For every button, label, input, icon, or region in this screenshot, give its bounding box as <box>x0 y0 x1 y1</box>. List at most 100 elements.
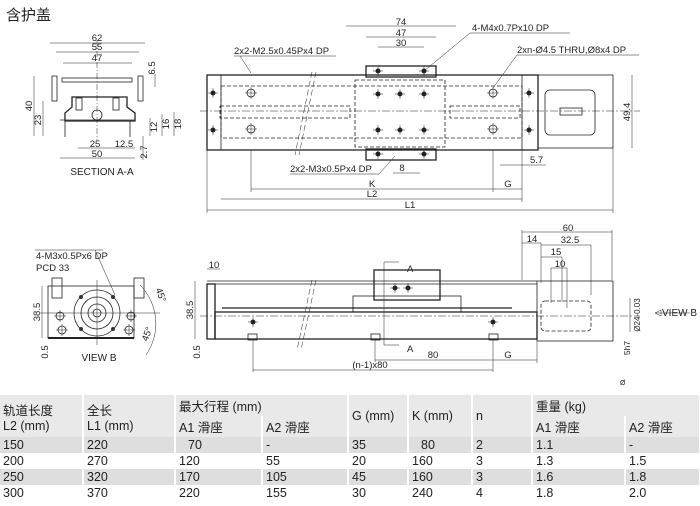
dim-pitch: (n-1)x80 <box>352 360 387 371</box>
callout-m4: 4-M4x0.7Px10 DP <box>472 23 549 34</box>
dim-12: 12 <box>149 122 160 133</box>
cell-l2: 250 <box>0 469 84 485</box>
dim-60: 60 <box>563 223 574 234</box>
cell-l1: 270 <box>83 453 176 469</box>
callout-m3: 2x2-M3x0.5Px4 DP <box>290 164 372 175</box>
cell-l1: 220 <box>83 437 176 453</box>
dim-47: 47 <box>92 53 103 64</box>
dim-l2: L2 <box>367 189 378 200</box>
cell-weight-a1: 1.6 <box>532 469 626 485</box>
dim-10-side: 10 <box>209 260 220 271</box>
callout-pcd: PCD 33 <box>36 263 69 274</box>
header-max-stroke: 最大行程 (mm) <box>175 395 349 416</box>
view-b-label: VIEW B <box>81 353 116 364</box>
cell-stroke-a2: 55 <box>262 453 349 469</box>
dim-16: 16 <box>161 119 172 130</box>
dim-2.7: 2.7 <box>139 145 150 158</box>
callout-m2.5: 2x2-M2.5x0.45Px4 DP <box>234 46 329 57</box>
cell-n: 3 <box>472 453 533 469</box>
section-mark-a-bottom: A <box>407 344 414 355</box>
header-g: G (mm) <box>348 395 409 437</box>
cell-n: 4 <box>472 485 533 501</box>
cell-weight-a2: - <box>625 437 700 453</box>
cell-n: 2 <box>472 437 533 453</box>
header-stroke-a2: A2 滑座 <box>262 416 349 437</box>
callout-view-b-m3: 4-M3x0.5Px6 DP <box>36 251 108 262</box>
dim-10-motor: 10 <box>555 259 566 270</box>
cell-k: 240 <box>408 485 473 501</box>
cell-g: 45 <box>348 469 409 485</box>
dim-25: 25 <box>90 139 101 150</box>
dim-62: 62 <box>92 33 103 44</box>
cell-l2: 300 <box>0 485 84 501</box>
dim-g-side: G <box>504 350 511 361</box>
dim-6.5: 6.5 <box>147 61 158 74</box>
header-n: n <box>472 395 533 437</box>
technical-drawing: 62 55 47 6.5 40 23 12 16 18 25 12.5 50 2… <box>24 17 697 387</box>
cell-g: 30 <box>348 485 409 501</box>
dim-14: 14 <box>527 234 538 245</box>
cell-weight-a2: 2.0 <box>625 485 700 501</box>
cell-g: 20 <box>348 453 409 469</box>
dim-38.5-b: 38.5 <box>32 303 43 322</box>
dim-74: 74 <box>396 17 407 28</box>
cell-l1: 370 <box>83 485 176 501</box>
dim-k: K <box>369 179 376 190</box>
top-view: 74 47 30 2x2-M2.5x0.45Px4 DP 4-M4x0.7Px1… <box>200 17 640 213</box>
cell-weight-a1: 1.8 <box>532 485 626 501</box>
section-mark-a-top: A <box>407 264 414 275</box>
cell-n: 3 <box>472 469 533 485</box>
header-k: K (mm) <box>408 395 473 437</box>
cell-k: 160 <box>408 453 473 469</box>
header-weight-a1: A1 滑座 <box>532 416 626 437</box>
dim-38.5-side: 38.5 <box>185 301 196 320</box>
dim-g-top: G <box>504 179 511 190</box>
dim-5.7: 5.7 <box>530 155 543 166</box>
cell-stroke-a1: 70 <box>175 437 263 453</box>
dim-12.5: 12.5 <box>115 139 134 150</box>
cell-k: 80 <box>408 437 473 453</box>
header-weight: 重量 (kg) <box>532 395 700 416</box>
cell-stroke-a1: 120 <box>175 453 263 469</box>
dim-40: 40 <box>24 101 35 112</box>
dim-30: 30 <box>396 38 407 49</box>
cell-g: 35 <box>348 437 409 453</box>
dim-shaft-dia: Ø24-0.03 <box>633 298 642 332</box>
angle-45-top: 45° <box>153 287 168 304</box>
dim-80: 80 <box>428 350 439 361</box>
dim-32.5: 32.5 <box>561 235 580 246</box>
callout-thru: 2xn-Ø4.5 THRU,Ø8x4 DP <box>517 45 626 56</box>
cell-stroke-a1: 170 <box>175 469 263 485</box>
section-a-a: 62 55 47 6.5 40 23 12 16 18 25 12.5 50 2… <box>24 33 184 178</box>
dim-55: 55 <box>92 42 103 53</box>
cell-l2: 200 <box>0 453 84 469</box>
cell-stroke-a2: 105 <box>262 469 349 485</box>
dim-8: 8 <box>399 163 404 174</box>
angle-45-bottom: 45° <box>140 325 155 342</box>
header-stroke-a1: A1 滑座 <box>175 416 263 437</box>
dim-49.4: 49.4 <box>622 103 633 122</box>
dim-l1: L1 <box>405 200 416 211</box>
dim-47-top: 47 <box>396 28 407 39</box>
cell-weight-a1: 1.3 <box>532 453 626 469</box>
page-title: 含护盖 <box>6 7 52 24</box>
dim-5h7: 5h7 <box>622 341 632 355</box>
cell-weight-a2: 1.8 <box>625 469 700 485</box>
view-b-arrow-label: VIEW B <box>662 308 697 319</box>
view-b: 4-M3x0.5Px6 DP PCD 33 38.5 0.5 45° 45° V… <box>32 249 168 364</box>
dim-15: 15 <box>551 247 562 258</box>
section-label: SECTION A-A <box>70 167 134 178</box>
dim-18: 18 <box>173 119 184 130</box>
dim-0.5-b: 0.5 <box>40 345 51 358</box>
cell-l1: 320 <box>83 469 176 485</box>
dim-0.5-side: 0.5 <box>192 345 203 358</box>
cell-weight-a2: 1.5 <box>625 453 700 469</box>
side-view: A A 10 38.5 0.5 80 G (n-1)x80 60 14 32.5… <box>185 223 697 387</box>
